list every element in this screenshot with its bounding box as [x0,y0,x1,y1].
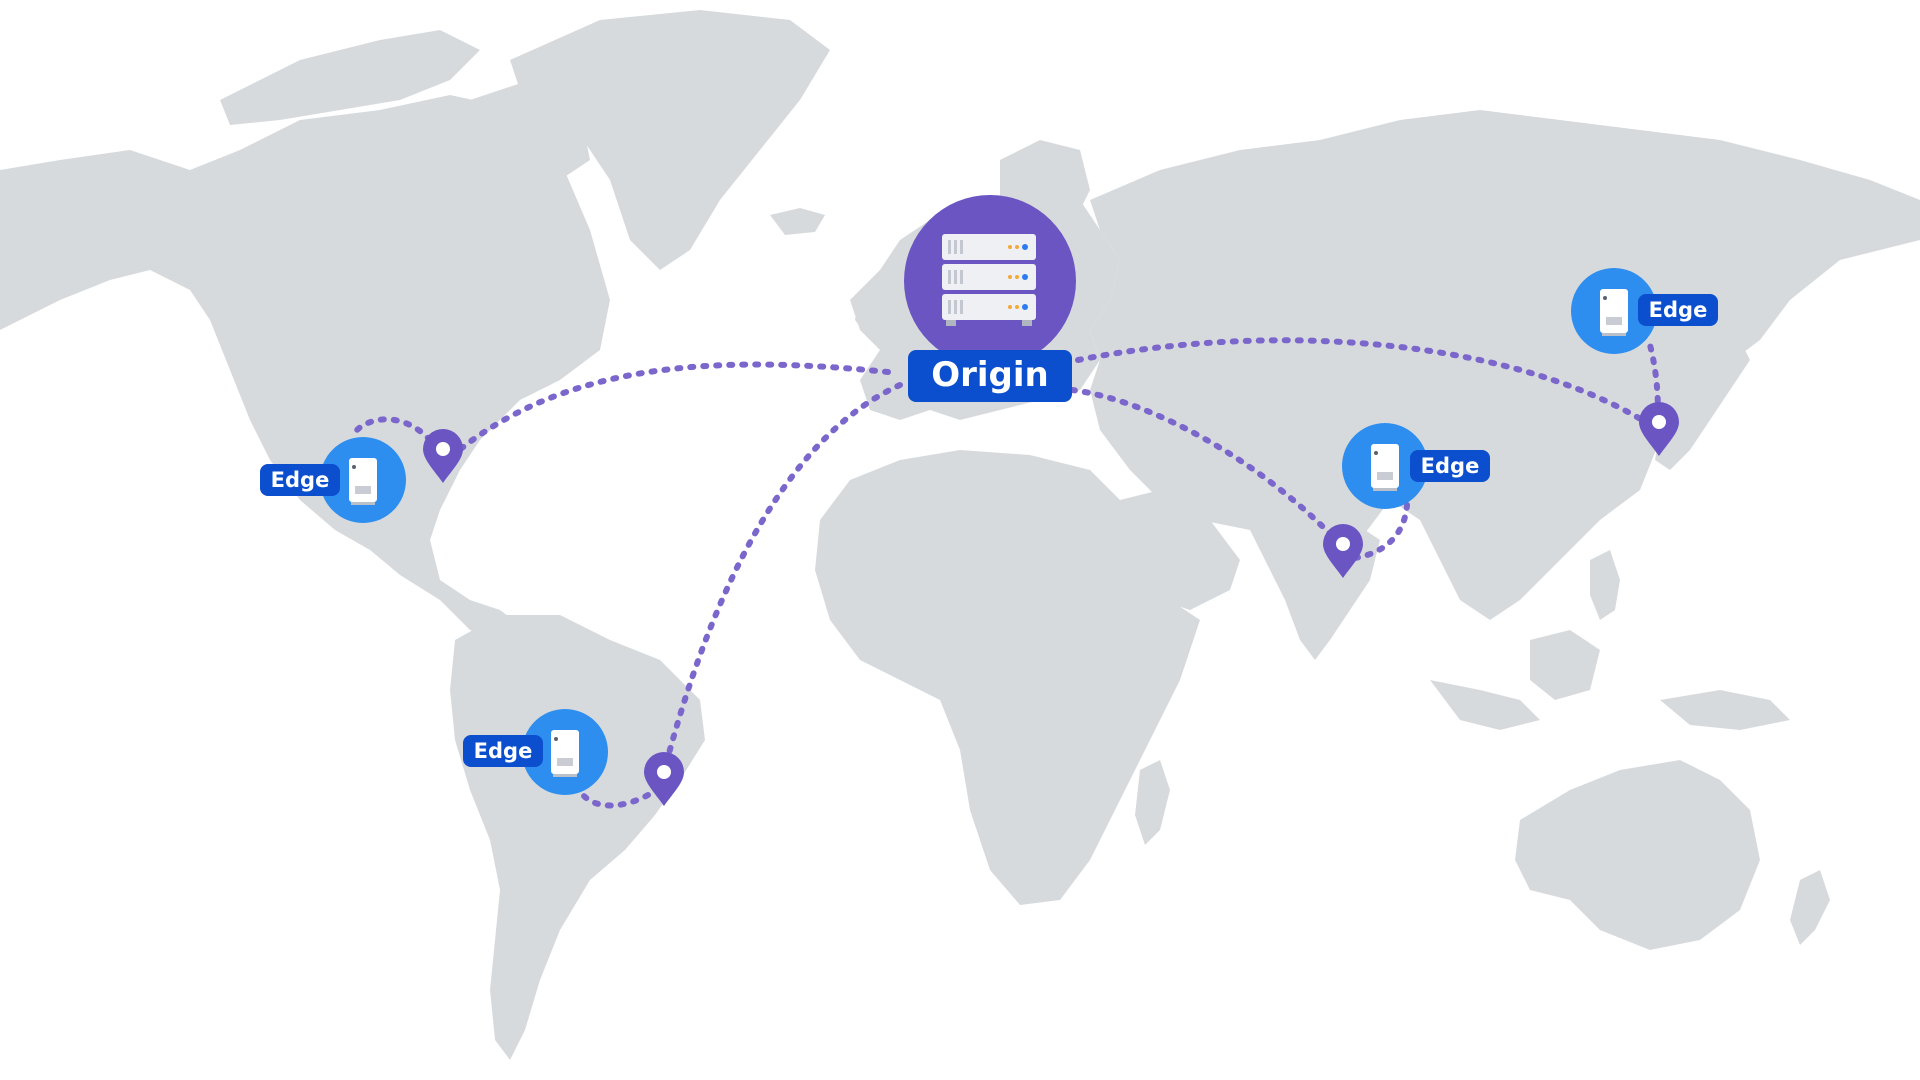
server-icon [1600,289,1628,336]
north-america-landmass [0,95,610,640]
server-icon [551,730,579,777]
route-india-to-edge-india [1352,502,1410,561]
edge-label-box [463,735,543,767]
edge-node-japan: Edge [1571,268,1718,354]
route-brazil-to-edge-sa [580,792,651,809]
continents [0,10,1920,1060]
british-isles-landmass [855,280,895,340]
edge-label: Edge [271,468,330,492]
origin-label-box [908,350,1072,402]
edge-label: Edge [1421,454,1480,478]
australia-landmass [1515,760,1760,950]
location-pin-icon [644,752,684,806]
origin-node: Origin [904,195,1076,402]
arabian-peninsula-landmass [1120,490,1240,610]
origin-label: Origin [931,355,1049,395]
new-zealand-landmass [1790,870,1830,945]
edge-node-india: Edge [1342,423,1490,509]
route-origin-to-brazil [662,382,903,771]
edge-node-south-america: Edge [463,709,608,795]
edge-label: Edge [1649,298,1708,322]
southeast-asia-islands-landmass [1430,680,1540,730]
arctic-islands-landmass [220,30,480,125]
philippines-landmass [1590,550,1620,620]
borneo-landmass [1530,630,1600,700]
server-icon [349,458,377,505]
edge-label-box [260,464,340,496]
route-origin-to-east-us [442,361,891,465]
madagascar-landmass [1135,760,1170,845]
route-japan-to-edge-japan [1647,342,1661,417]
south-america-landmass [450,615,705,1060]
edge-label-box [1410,450,1490,482]
route-origin-to-india [1069,387,1341,545]
edge-label-box [1638,294,1718,326]
japan-landmass [1655,340,1750,470]
iceland-landmass [770,208,825,235]
edge-label: Edge [474,739,533,763]
africa-landmass [815,450,1200,905]
edge-node-north-america: Edge [260,437,406,523]
server-icon [1371,444,1399,491]
location-pin-icon [1639,402,1679,456]
server-rack-icon [942,234,1036,326]
location-pins [423,402,1679,806]
new-guinea-landmass [1660,690,1790,730]
route-origin-to-japan [1075,337,1658,431]
location-pin-icon [423,429,463,483]
location-pin-icon [1323,524,1363,578]
greenland-landmass [510,10,830,270]
